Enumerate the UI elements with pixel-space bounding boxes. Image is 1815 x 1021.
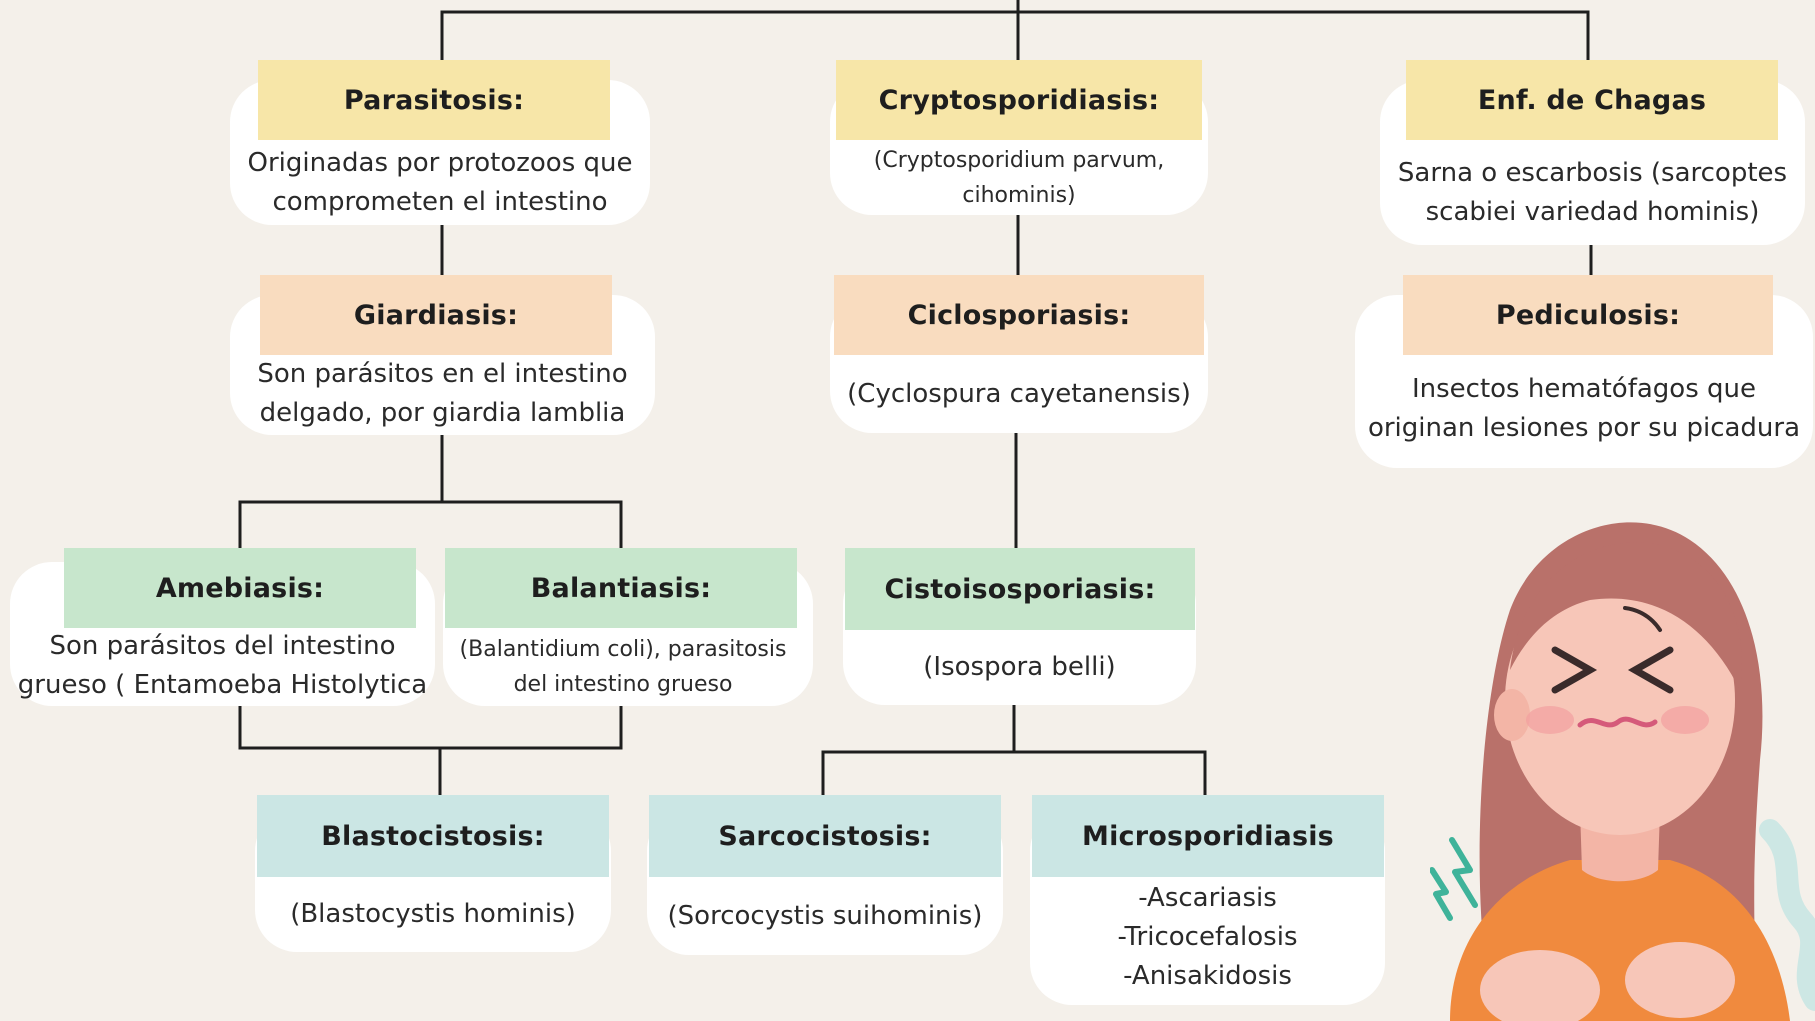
node-description: (Cryptosporidium parvum, cihominis) (830, 140, 1208, 215)
node-title: Microsporidiasis (1032, 795, 1384, 877)
node-description: (Cyclospura cayetanensis) (830, 355, 1208, 433)
node-description: (Isospora belli) (843, 630, 1196, 705)
node-title: Pediculosis: (1403, 275, 1773, 355)
node-description: Son parásitos del intestino grueso ( Ent… (10, 626, 435, 706)
sick-girl-illustration (1430, 500, 1815, 1021)
node-description: (Balantidium coli), parasitosis del inte… (443, 628, 803, 706)
node-cryptosporidiasis: Cryptosporidiasis: (Cryptosporidium parv… (830, 60, 1208, 215)
node-amebiasis: Amebiasis: Son parásitos del intestino g… (10, 548, 435, 706)
node-description: -Ascariasis -Tricocefalosis -Anisakidosi… (1030, 877, 1385, 997)
node-parasitosis: Parasitosis: Originadas por protozoos qu… (230, 60, 650, 225)
node-description: (Blastocystis hominis) (255, 877, 611, 952)
node-title: Blastocistosis: (257, 795, 609, 877)
node-chagas: Enf. de Chagas Sarna o escarbosis (sarco… (1380, 60, 1805, 245)
node-cistoisosporiasis: Cistoisosporiasis: (Isospora belli) (843, 548, 1196, 705)
node-sarcocistosis: Sarcocistosis: (Sorcocystis suihominis) (647, 795, 1003, 955)
node-title: Parasitosis: (258, 60, 610, 140)
node-title: Balantiasis: (445, 548, 797, 628)
node-microsporidiasis: Microsporidiasis -Ascariasis -Tricocefal… (1030, 795, 1385, 1005)
node-giardiasis: Giardiasis: Son parásitos en el intestin… (230, 275, 655, 435)
node-description: Son parásitos en el intestino delgado, p… (230, 353, 655, 435)
node-title: Sarcocistosis: (649, 795, 1001, 877)
node-title: Enf. de Chagas (1406, 60, 1778, 140)
node-description: Insectos hematófagos que originan lesion… (1355, 365, 1813, 453)
node-ciclosporiasis: Ciclosporiasis: (Cyclospura cayetanensis… (830, 275, 1208, 433)
node-title: Ciclosporiasis: (834, 275, 1204, 355)
node-pediculosis: Pediculosis: Insectos hematófagos que or… (1355, 275, 1813, 468)
node-title: Cryptosporidiasis: (836, 60, 1202, 140)
node-description: (Sorcocystis suihominis) (647, 877, 1003, 955)
node-description: Sarna o escarbosis (sarcoptes scabiei va… (1380, 150, 1805, 235)
node-blastocistosis: Blastocistosis: (Blastocystis hominis) (255, 795, 611, 952)
node-balantiasis: Balantiasis: (Balantidium coli), parasit… (443, 548, 813, 706)
node-description: Originadas por protozoos que comprometen… (230, 140, 650, 225)
node-title: Cistoisosporiasis: (845, 548, 1195, 630)
node-title: Amebiasis: (64, 548, 416, 628)
node-title: Giardiasis: (260, 275, 612, 355)
